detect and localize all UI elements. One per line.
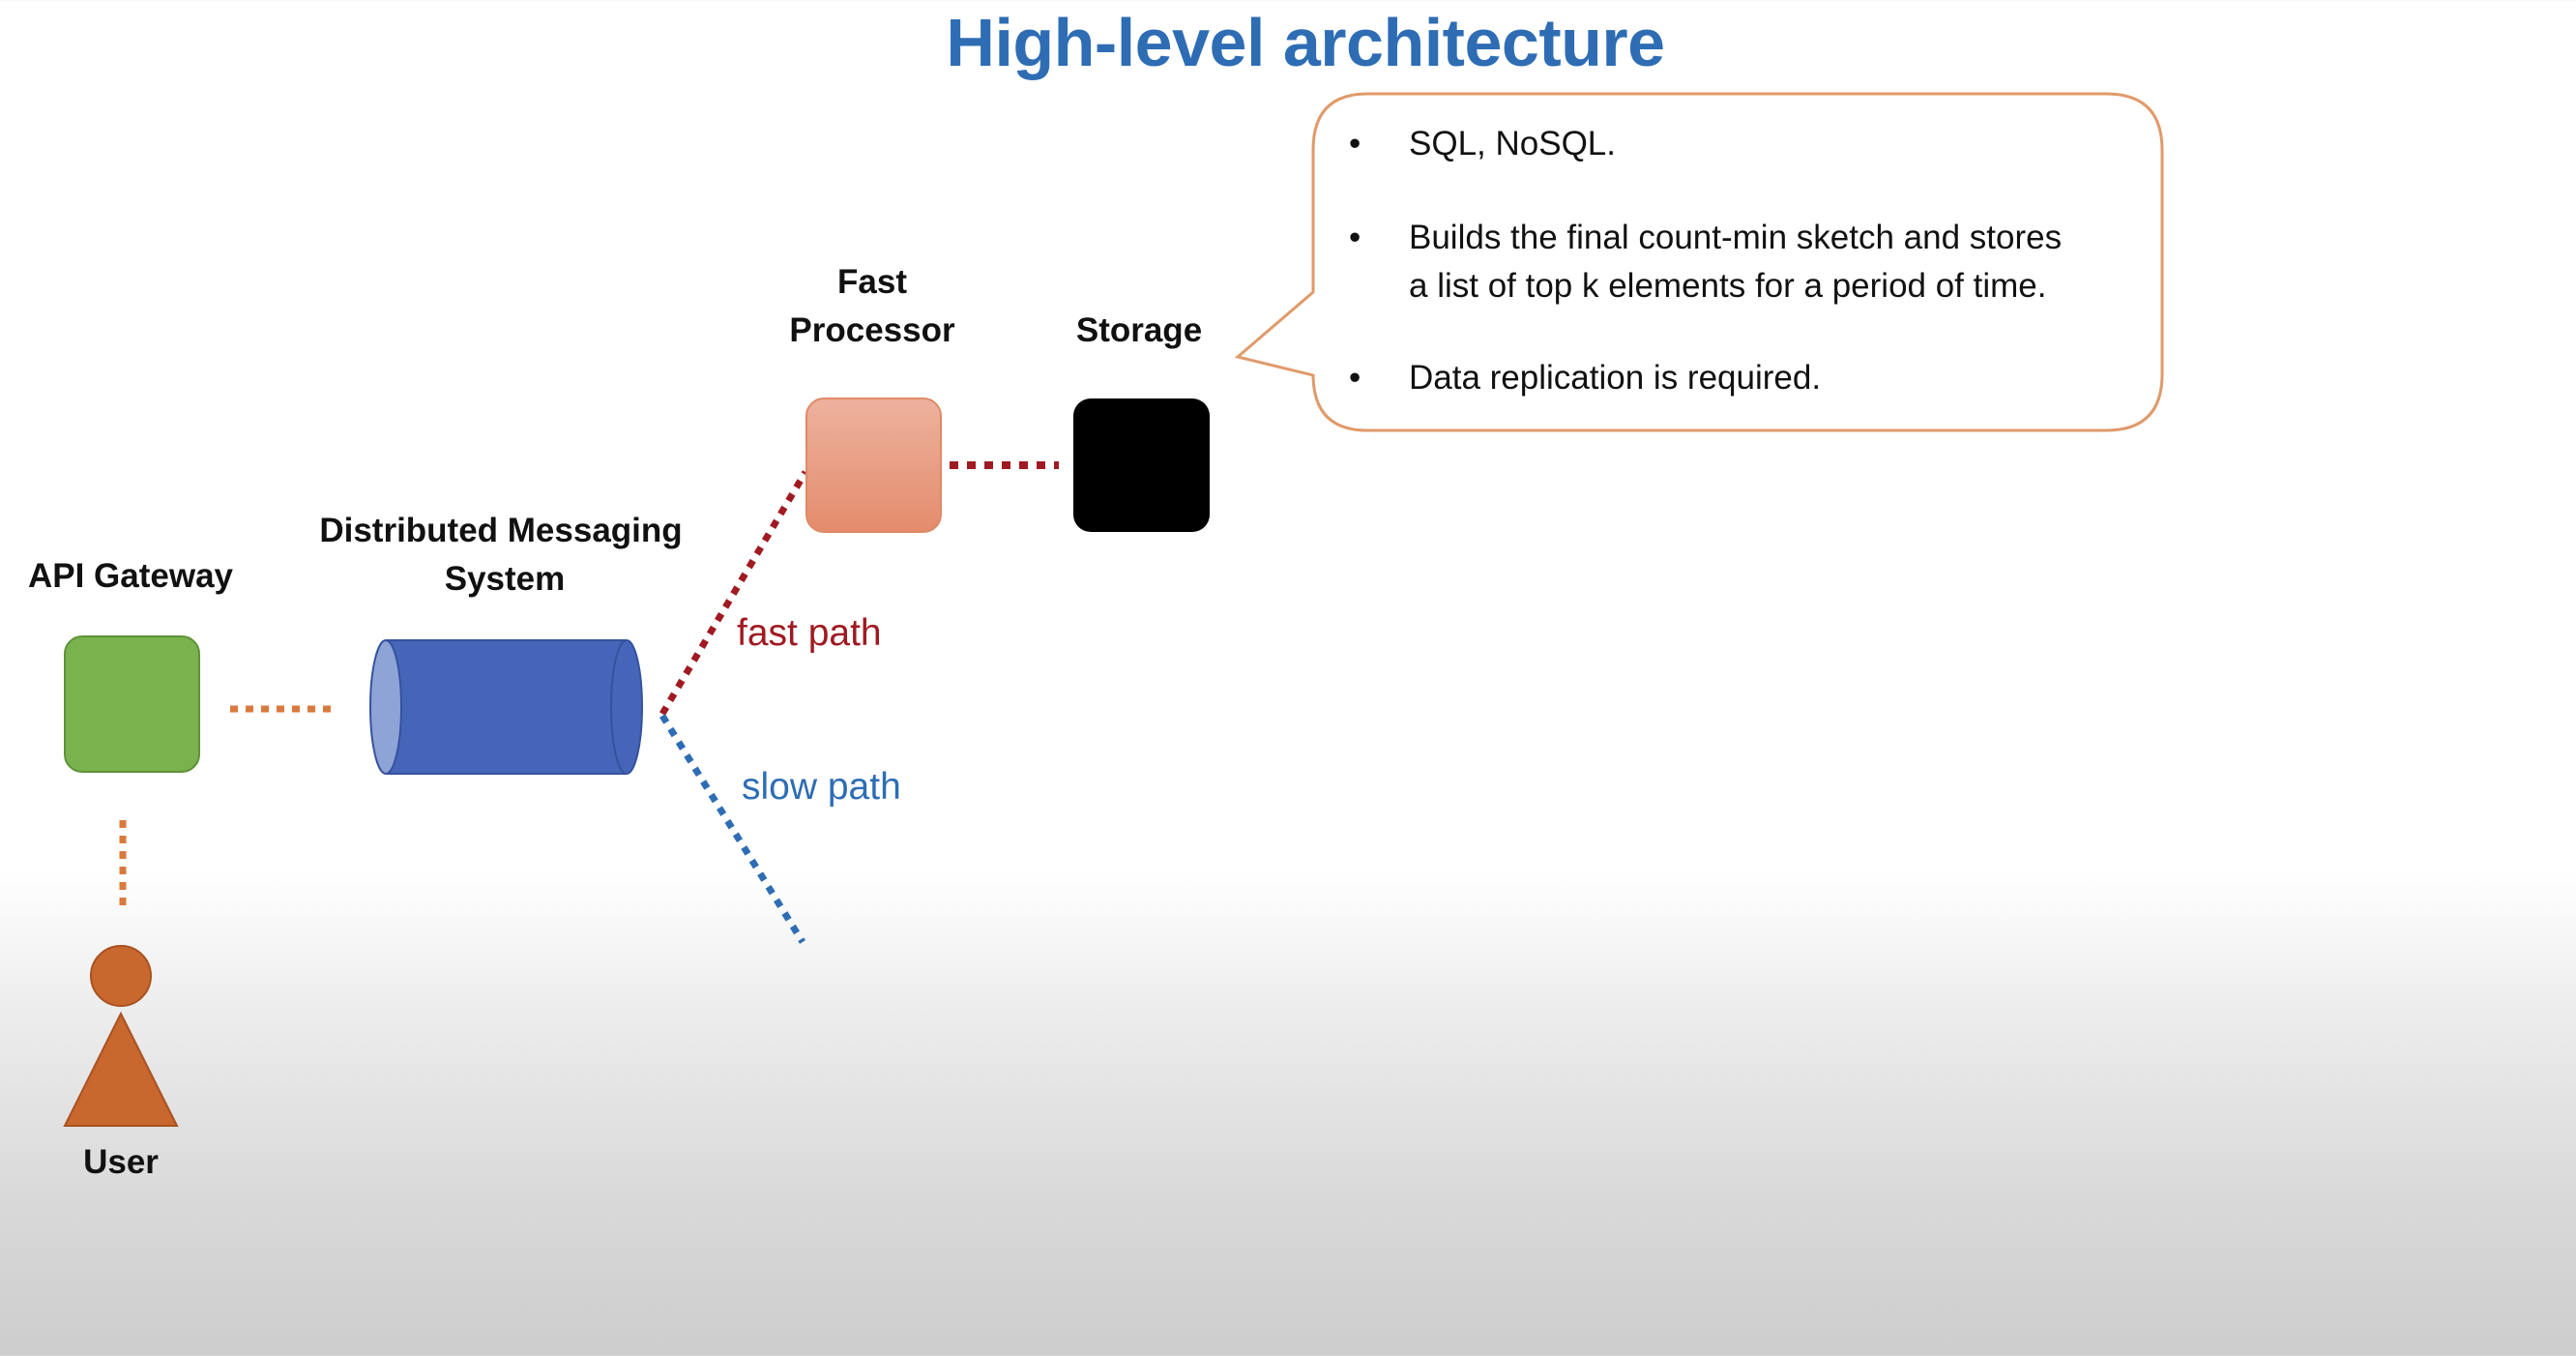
- fast-path-label: fast path: [737, 612, 882, 654]
- bullet-text: Builds the final count-min sketch and st…: [1409, 219, 2063, 256]
- storage-box: [1073, 398, 1210, 532]
- messaging-cylinder-left-end: [369, 639, 402, 775]
- slow-path-label: slow path: [742, 766, 901, 808]
- bullet-symbol: •: [1349, 125, 1361, 162]
- api-gateway-box: [64, 635, 200, 773]
- messaging-label-line2: System: [444, 560, 566, 598]
- fast-processor-label-line1: Fast: [837, 263, 907, 301]
- slide-title: High-level architecture: [946, 5, 1665, 80]
- fast-processor-box: [805, 398, 942, 533]
- bullet-text: a list of top k elements for a period of…: [1409, 267, 2047, 305]
- messaging-cylinder-body: [386, 640, 627, 774]
- messaging-label-line1: Distributed Messaging: [319, 512, 683, 549]
- user-body-icon: [63, 1011, 179, 1127]
- fast-path-line: [659, 470, 809, 716]
- bullet-symbol: •: [1349, 359, 1361, 397]
- storage-callout-bubble: [1234, 92, 2164, 432]
- bullet-symbol: •: [1349, 219, 1361, 256]
- user-head-icon: [90, 945, 152, 1007]
- messaging-cylinder-right-end: [610, 639, 643, 775]
- bullet-text: Data replication is required.: [1409, 359, 1822, 397]
- api-gateway-label: API Gateway: [27, 557, 234, 595]
- user-label: User: [83, 1143, 159, 1181]
- storage-callout: • SQL, NoSQL. • Builds the final count-m…: [1349, 120, 2142, 410]
- bullet-text: SQL, NoSQL.: [1409, 125, 1616, 162]
- fast-processor-label-line2: Processor: [789, 311, 955, 349]
- storage-label: Storage: [1075, 311, 1203, 349]
- slow-path-line: [659, 714, 805, 944]
